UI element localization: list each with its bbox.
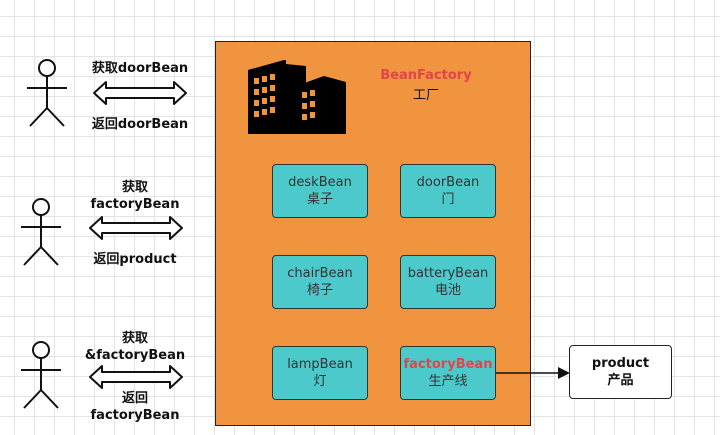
bean-name: lampBean xyxy=(287,357,353,372)
actor-3-request-line1: 获取 xyxy=(121,331,148,346)
product-box: product 产品 xyxy=(569,345,672,399)
double-arrow-2-icon xyxy=(89,216,183,240)
double-arrow-1-icon xyxy=(93,81,187,105)
actor-2-icon xyxy=(21,198,61,266)
actor-2-request-line2: factoryBean xyxy=(90,197,180,212)
bean-desc: 桌子 xyxy=(306,192,333,207)
bean-desc: 椅子 xyxy=(306,283,333,298)
actor-3-request-line2: &factoryBean xyxy=(84,348,186,363)
bean-lamp: lampBean 灯 xyxy=(272,346,368,400)
product-name: product xyxy=(591,356,650,371)
bean-desc: 电池 xyxy=(434,283,461,298)
bean-name: batteryBean xyxy=(407,266,489,281)
product-desc: 产品 xyxy=(607,373,634,388)
bean-battery: batteryBean 电池 xyxy=(400,255,496,309)
factory-title: BeanFactory xyxy=(380,68,472,83)
actor-1-response-label: 返回doorBean xyxy=(91,117,189,132)
double-arrow-3-icon xyxy=(89,365,183,389)
bean-name: deskBean xyxy=(288,175,352,190)
bean-name: chairBean xyxy=(287,266,353,281)
actor-1-request-label: 获取doorBean xyxy=(91,61,189,76)
bean-name: factoryBean xyxy=(403,357,493,372)
actor-3-response-line1: 返回 xyxy=(121,391,148,406)
actor-2-response-label: 返回product xyxy=(93,252,177,267)
bean-desc: 生产线 xyxy=(428,374,468,389)
bean-door: doorBean 门 xyxy=(400,164,496,218)
actor-3-icon xyxy=(21,341,61,409)
bean-name: doorBean xyxy=(416,175,480,190)
arrow-right-icon xyxy=(496,367,570,379)
bean-factory: factoryBean 生产线 xyxy=(400,346,496,400)
bean-desc: 门 xyxy=(441,192,455,207)
bean-desk: deskBean 桌子 xyxy=(272,164,368,218)
actor-1-icon xyxy=(27,59,67,127)
actor-3-response-line2: factoryBean xyxy=(90,408,180,423)
actor-2-request-line1: 获取 xyxy=(121,180,148,195)
bean-chair: chairBean 椅子 xyxy=(272,255,368,309)
factory-subtitle: 工厂 xyxy=(412,88,439,103)
bean-desc: 灯 xyxy=(313,374,327,389)
factory-buildings-icon xyxy=(248,60,346,134)
